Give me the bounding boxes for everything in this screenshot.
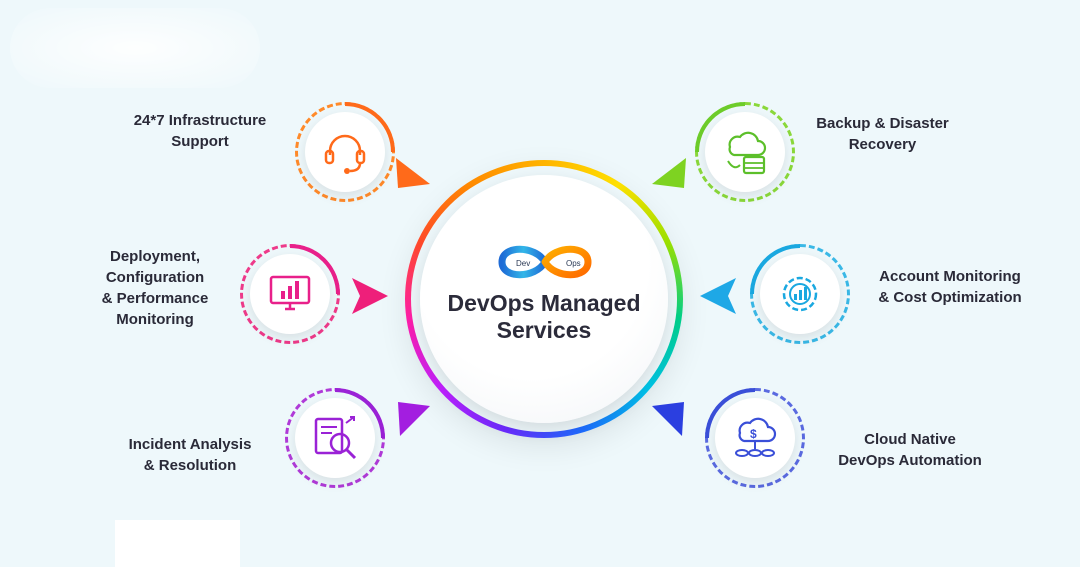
node-infrastructure <box>295 102 395 202</box>
label-backup: Backup & Disaster Recovery <box>816 115 949 153</box>
hub-title-line-1: DevOps Managed <box>447 290 641 316</box>
node-incident <box>285 388 385 488</box>
arrow-backup <box>652 158 686 188</box>
hub-title-line-2: Services <box>496 317 592 343</box>
label-deployment: Deployment, Configuration & Performance … <box>101 248 209 328</box>
background-patch <box>115 520 240 567</box>
report-magnifier-icon <box>314 416 357 460</box>
arrow-deployment <box>352 278 388 314</box>
logo-ops-text: Ops <box>566 259 581 268</box>
monitor-chart-icon <box>269 275 311 311</box>
cloud-dollar-icon: $ <box>735 417 777 457</box>
arrow-cloud <box>652 402 684 436</box>
hub-title: DevOps Managed Services <box>420 290 668 344</box>
node-deployment <box>240 244 340 344</box>
logo-dev-text: Dev <box>516 259 530 268</box>
node-backup <box>695 102 795 202</box>
cloud-server-icon <box>727 131 767 175</box>
headset-icon <box>324 134 366 174</box>
arrow-incident <box>398 402 430 436</box>
hub-circle <box>420 175 668 423</box>
gear-chart-icon <box>782 276 818 312</box>
label-infrastructure: 24*7 Infrastructure Support <box>133 112 267 150</box>
arrow-infrastructure <box>396 158 430 188</box>
devops-infinity-logo: Dev Ops <box>498 245 592 279</box>
label-cloud: Cloud Native DevOps Automation <box>838 431 982 469</box>
label-account: Account Monitoring & Cost Optimization <box>878 268 1022 306</box>
svg-text:$: $ <box>750 427 757 441</box>
background-glow <box>10 8 260 88</box>
arrow-account <box>700 278 736 314</box>
node-cloud: $ <box>705 388 805 488</box>
label-incident: Incident Analysis & Resolution <box>128 436 252 474</box>
node-account <box>750 244 850 344</box>
